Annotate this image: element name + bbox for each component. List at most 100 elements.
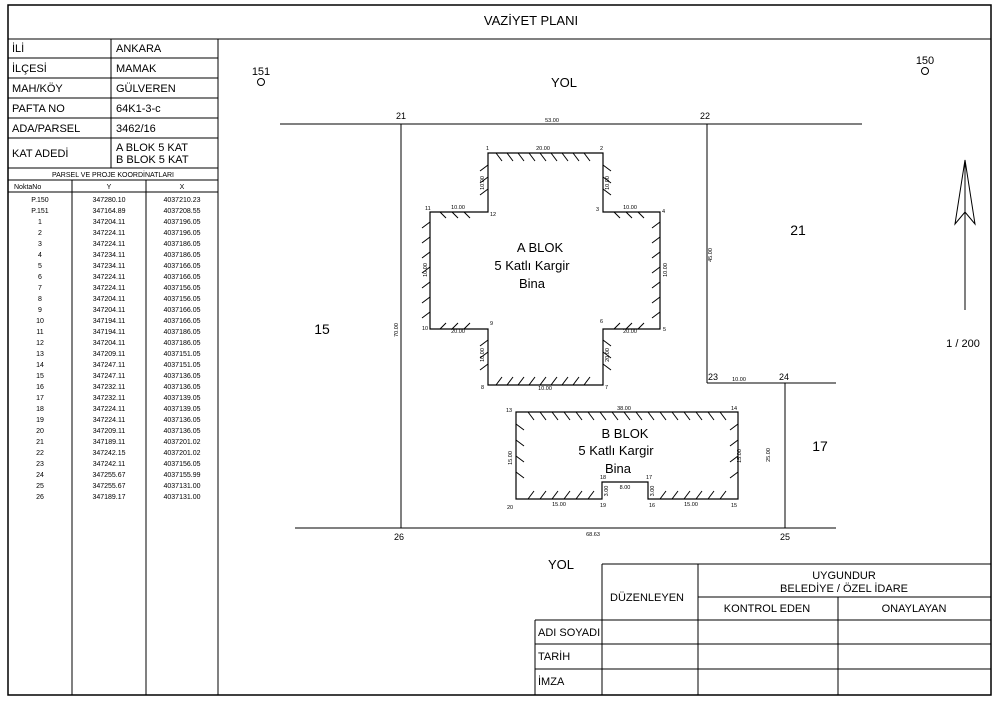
coord-x: 4037208.55 xyxy=(164,208,201,215)
block-a-pt-6: 6 xyxy=(600,319,603,325)
coord-x: 4037186.05 xyxy=(164,340,201,347)
coords-header-no: NoktaNo xyxy=(14,184,41,191)
block-a-pt-12: 12 xyxy=(490,212,496,218)
scale-label: 1 / 200 xyxy=(946,338,980,350)
coord-y: 347204.11 xyxy=(93,307,126,314)
coord-no: 26 xyxy=(36,494,44,501)
coord-no: 3 xyxy=(38,241,42,248)
block-a-dim-12: 10.00 xyxy=(480,176,486,190)
coord-y: 347242.15 xyxy=(92,450,125,457)
coord-x: 4037136.05 xyxy=(164,384,201,391)
coord-no: 20 xyxy=(36,428,44,435)
block-a-pt-9: 9 xyxy=(490,321,493,327)
block-a-dim-7: 10.00 xyxy=(538,386,552,392)
coord-y: 347204.11 xyxy=(93,296,126,303)
coord-y: 347194.11 xyxy=(93,318,126,325)
dim-24-25: 25.00 xyxy=(766,448,772,462)
coord-y: 347194.11 xyxy=(93,329,126,336)
coord-x: 4037139.05 xyxy=(164,406,201,413)
benchmark-151-label: 151 xyxy=(252,66,270,78)
coord-y: 347224.11 xyxy=(93,241,126,248)
block-a-dim-4: 10.00 xyxy=(663,263,669,277)
coord-no: 15 xyxy=(36,373,44,380)
block-a-pt-5: 5 xyxy=(663,327,666,333)
block-a-pt-7: 7 xyxy=(605,385,608,391)
coord-y: 347164.89 xyxy=(92,208,125,215)
onaylayan-header: ONAYLAYAN xyxy=(882,603,947,615)
coord-x: 4037166.05 xyxy=(164,274,201,281)
coord-x: 4037186.05 xyxy=(164,241,201,248)
block-a-pt-1: 1 xyxy=(486,146,489,152)
corner-22: 22 xyxy=(700,111,710,121)
adi-soyadi-label: ADI SOYADI xyxy=(538,627,600,639)
block-b-pt-19: 19 xyxy=(600,503,606,509)
block-b-dim-bottom-left: 15.00 xyxy=(552,502,566,508)
dim-21-26: 70.00 xyxy=(394,323,400,337)
coord-x: 4037186.05 xyxy=(164,252,201,259)
coord-no: 7 xyxy=(38,285,42,292)
block-a-dim-10: 10.00 xyxy=(423,263,429,277)
block-a-dim-9: 20.00 xyxy=(451,329,465,335)
coord-y: 347232.11 xyxy=(93,384,126,391)
duzenleyen-header: DÜZENLEYEN xyxy=(610,592,684,604)
il-value: ANKARA xyxy=(116,43,162,55)
coord-y: 347224.11 xyxy=(93,406,126,413)
block-a-desc: 5 Katlı Kargir xyxy=(494,258,570,273)
block-a-name: A BLOK xyxy=(517,240,564,255)
block-a-pt-3: 3 xyxy=(596,207,599,213)
dim-26-25: 68.63 xyxy=(586,532,600,538)
corner-24: 24 xyxy=(779,372,789,382)
kontrol-eden-header: KONTROL EDEN xyxy=(724,603,810,615)
coord-x: 4037155.99 xyxy=(164,472,201,479)
coord-y: 347189.17 xyxy=(92,494,125,501)
coords-header-x: X xyxy=(180,184,185,191)
coord-x: 4037166.05 xyxy=(164,263,201,270)
coord-x: 4037166.05 xyxy=(164,318,201,325)
block-b-pt-18: 18 xyxy=(600,475,606,481)
block-a: A BLOK 5 Katlı Kargir Bina 1 2 3 4 5 6 7… xyxy=(421,146,669,392)
coord-no: P.151 xyxy=(31,208,48,215)
coord-x: 4037131.00 xyxy=(164,494,201,501)
coords-title: PARSEL VE PROJE KOORDİNATLARI xyxy=(52,170,174,179)
block-a-dim-2: 10.00 xyxy=(605,176,611,190)
coord-y: 347189.11 xyxy=(93,439,126,446)
pafta-label: PAFTA NO xyxy=(12,103,65,115)
block-a-dim-6: 20.00 xyxy=(605,348,611,362)
kat-adedi-value-1: A BLOK 5 KAT xyxy=(116,142,188,154)
ada-parsel-label: ADA/PARSEL xyxy=(12,123,80,135)
block-b-pt-13: 13 xyxy=(506,408,512,414)
coord-no: 8 xyxy=(38,296,42,303)
block-a-pt-8: 8 xyxy=(481,385,484,391)
plan-drawing: 151 150 YOL YOL 21 22 23 24 25 26 53.00 … xyxy=(252,55,980,572)
kat-adedi-value-2: B BLOK 5 KAT xyxy=(116,154,189,166)
coord-y: 347209.11 xyxy=(93,428,126,435)
block-b-name: B BLOK xyxy=(602,426,649,441)
corner-26: 26 xyxy=(394,532,404,542)
coord-no: P.150 xyxy=(31,197,48,204)
block-b-dim-notch-left: 3.00 xyxy=(604,486,610,497)
block-a-type: Bina xyxy=(519,276,546,291)
mahalle-value: GÜLVEREN xyxy=(116,83,176,95)
coord-y: 347224.11 xyxy=(93,274,126,281)
coord-x: 4037210.23 xyxy=(164,197,201,204)
benchmark-151-marker xyxy=(257,78,265,86)
coord-y: 347204.11 xyxy=(93,219,126,226)
block-b-dim-notch: 8.00 xyxy=(620,485,631,491)
outer-frame xyxy=(7,4,992,696)
coord-y: 347224.11 xyxy=(93,417,126,424)
coord-x: 4037139.05 xyxy=(164,395,201,402)
page-title: VAZİYET PLANI xyxy=(484,13,578,28)
coord-no: 17 xyxy=(36,395,44,402)
block-a-pt-2: 2 xyxy=(600,146,603,152)
benchmark-150-marker xyxy=(921,67,929,75)
coord-y: 347232.11 xyxy=(93,395,126,402)
il-label: İLİ xyxy=(12,42,24,55)
coord-y: 347242.11 xyxy=(93,461,126,468)
block-a-dim-5: 20.00 xyxy=(623,329,637,335)
block-a-dim-11: 10.00 xyxy=(451,205,465,211)
road-label-top: YOL xyxy=(551,75,577,90)
dim-23-24: 10.00 xyxy=(732,377,746,383)
coord-x: 4037196.05 xyxy=(164,230,201,237)
block-a-dim-3: 10.00 xyxy=(623,205,637,211)
